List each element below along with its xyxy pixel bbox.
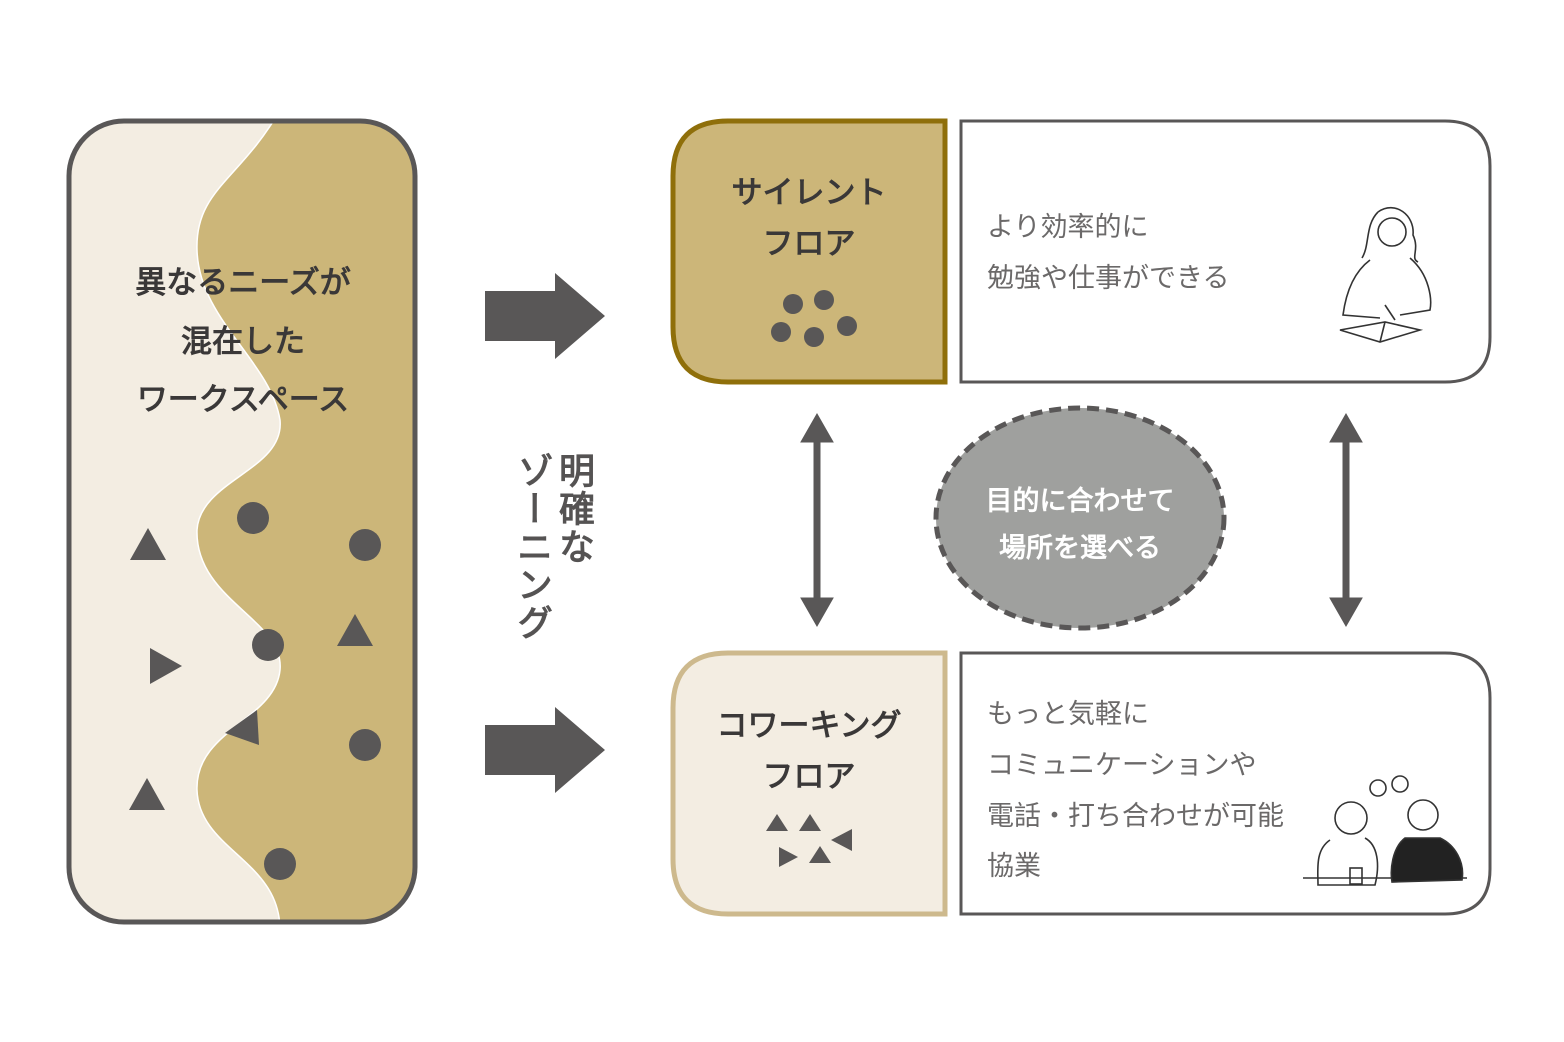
circle-marker	[237, 502, 269, 534]
silent-floor-title: フロア	[762, 226, 856, 262]
coworking-description-line: もっと気軽に	[987, 699, 1149, 730]
coworking-floor-title: コワーキング	[716, 708, 902, 744]
two-people-talking-illustration	[1303, 775, 1467, 886]
triangle-marker	[225, 710, 259, 745]
triangle-marker	[129, 778, 165, 810]
coworking-floor-box	[670, 650, 948, 917]
center-badge	[933, 405, 1227, 631]
coworking-description-line: コミュニケーションや	[987, 750, 1257, 781]
coworking-triangles	[766, 814, 852, 867]
mixed-workspace-panel	[66, 118, 418, 925]
coworking-description-line: 協業	[987, 851, 1041, 882]
left-panel-line: 異なるニーズが	[135, 265, 351, 301]
triangle-marker	[130, 528, 166, 560]
zoning-label-zoning: ゾーニング	[511, 452, 552, 642]
coworking-floor-title: フロア	[762, 759, 856, 795]
circle-marker	[349, 729, 381, 761]
silent-description-box	[959, 119, 1492, 384]
triangle-marker	[150, 648, 182, 684]
studying-person-illustration	[1339, 206, 1432, 343]
coworking-description-box	[959, 651, 1492, 916]
silent-description-line: より効率的に	[987, 212, 1149, 243]
triangle-marker	[337, 614, 373, 646]
silent-floor-box	[670, 118, 948, 385]
circle-marker	[349, 529, 381, 561]
right-arrow-icon	[485, 273, 605, 359]
double-arrow-icon	[1329, 412, 1363, 628]
silent-floor-title: サイレント	[731, 175, 887, 211]
silent-dots	[771, 290, 857, 347]
left-panel-line: ワークスペース	[136, 382, 350, 418]
silent-description-line: 勉強や仕事ができる	[987, 263, 1230, 294]
double-arrow-icon	[800, 412, 834, 628]
circle-marker	[252, 629, 284, 661]
left-panel-line: 混在した	[181, 324, 305, 360]
coworking-description-line: 電話・打ち合わせが可能	[987, 801, 1284, 832]
zoning-label-clear: 明確な	[553, 452, 594, 566]
badge-line: 目的に合わせて	[985, 486, 1175, 517]
badge-line: 場所を選べる	[999, 533, 1161, 564]
circle-marker	[264, 848, 296, 880]
right-arrow-icon	[485, 707, 605, 793]
